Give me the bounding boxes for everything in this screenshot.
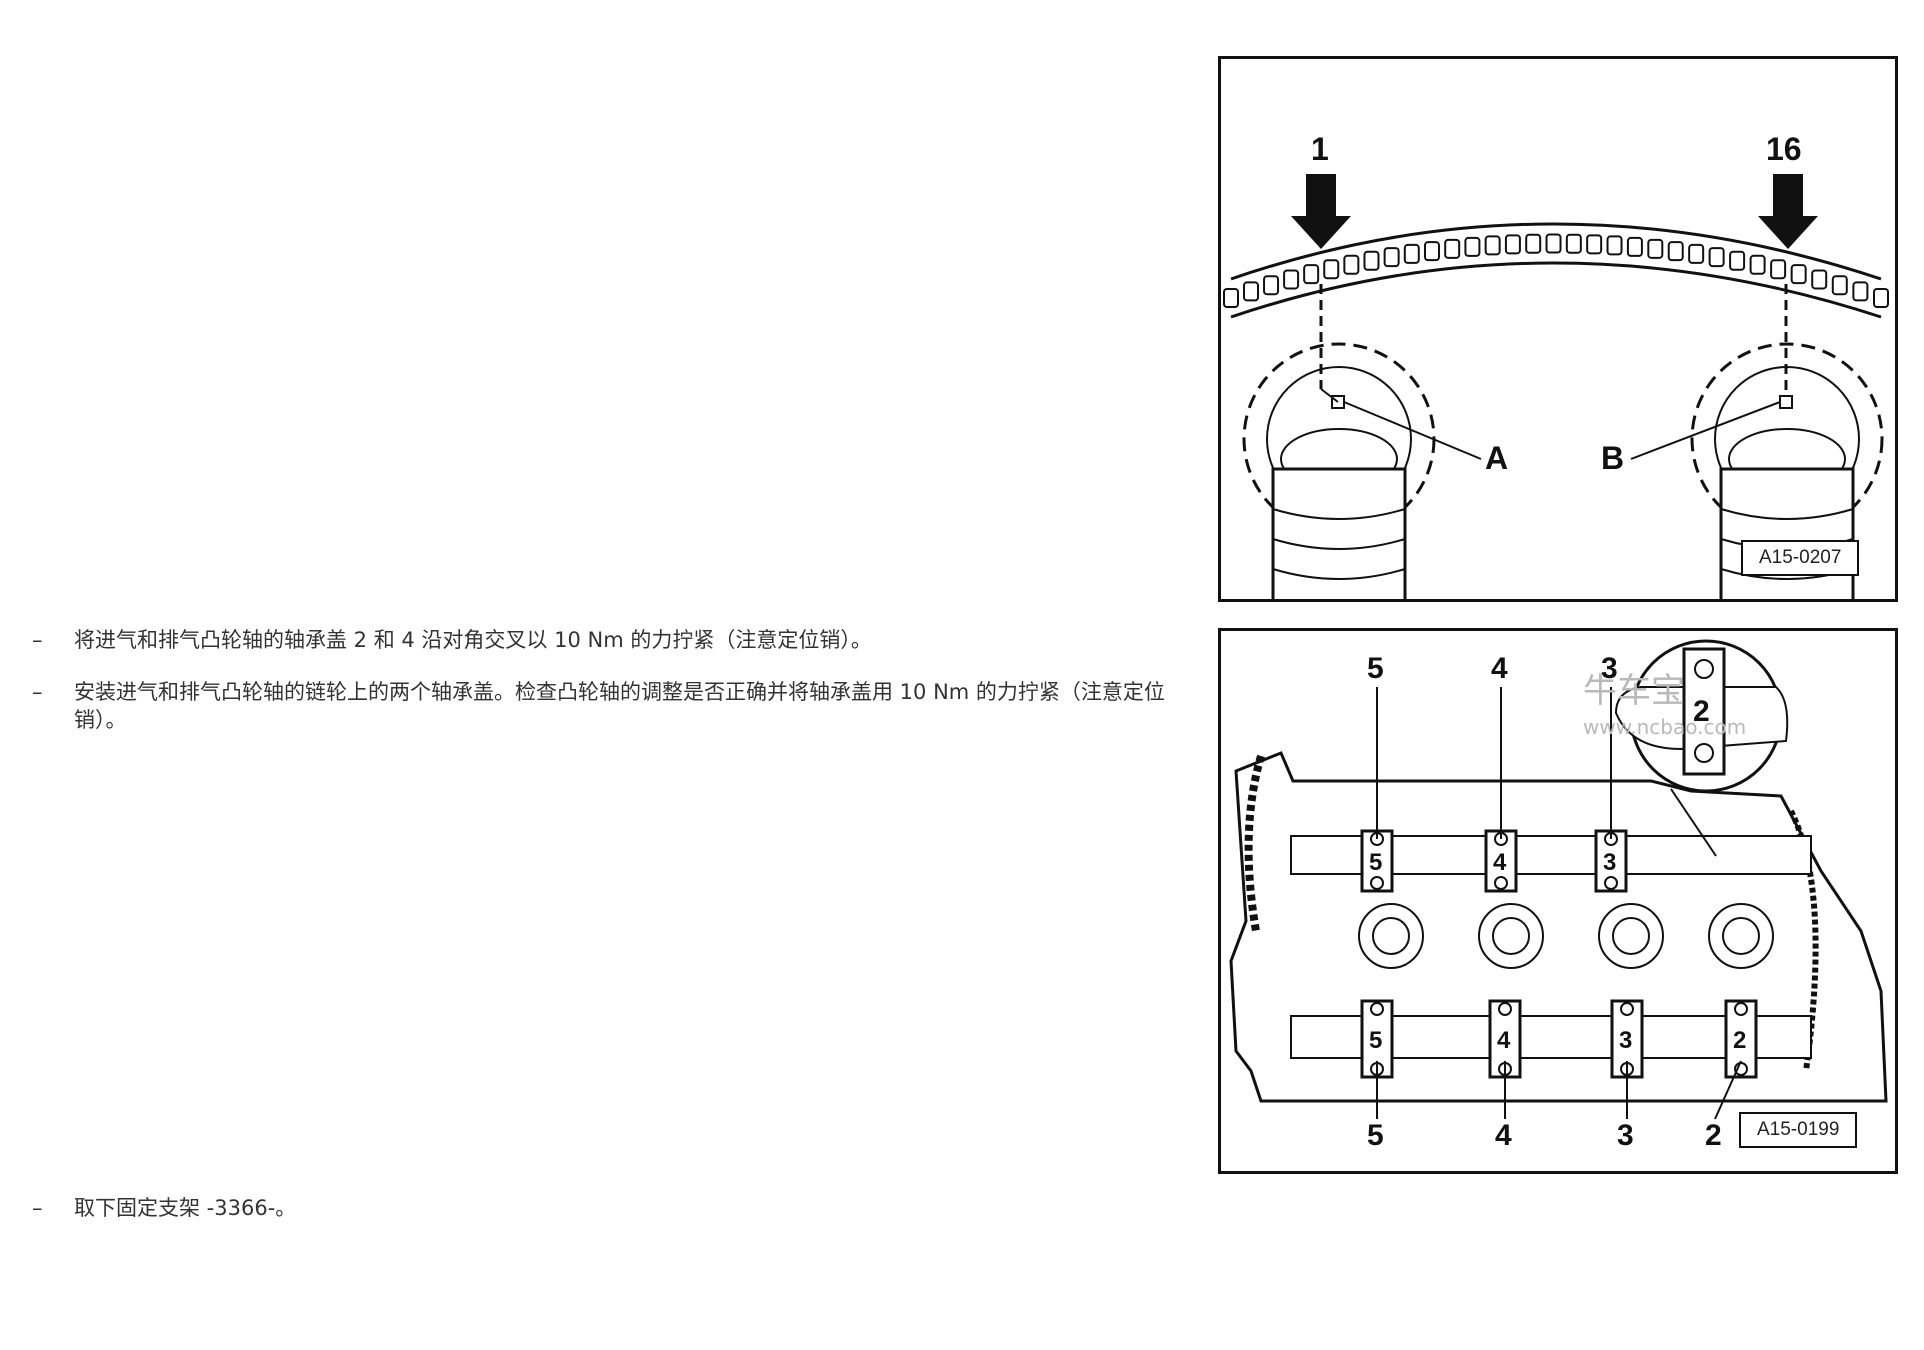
- cap-bolt: [1494, 876, 1508, 890]
- callout-top: 3: [1601, 652, 1618, 685]
- bullet-dash: –: [32, 1196, 43, 1220]
- chain-link: [1323, 259, 1340, 280]
- chain-link: [1363, 250, 1380, 271]
- chain-link: [1403, 243, 1420, 264]
- cylinder-head-drawing: 5 4 3 5 4 3 2 2 5 4 3 5 4 3 2: [1229, 639, 1888, 1152]
- step-text: 取下固定支架 -3366-。: [74, 1196, 297, 1220]
- chain-link: [1504, 234, 1521, 255]
- callout-bottom: 2: [1705, 1119, 1722, 1152]
- chain-link: [1770, 259, 1787, 280]
- label-mark-b: B: [1601, 440, 1624, 476]
- chain-link: [1852, 281, 1869, 302]
- cap-number: 4: [1493, 849, 1507, 876]
- cap-bolt: [1604, 876, 1618, 890]
- chain-link: [1811, 269, 1828, 290]
- callout-top: 5: [1367, 652, 1384, 685]
- chain-link: [1343, 254, 1360, 275]
- chain-link: [1484, 235, 1501, 256]
- cap-number: 4: [1497, 1027, 1511, 1054]
- inset-label: 2: [1693, 695, 1710, 728]
- figure-id: A15-0199: [1739, 1112, 1858, 1148]
- sprocket-left: [1242, 342, 1436, 599]
- cap-bolt: [1370, 1002, 1384, 1016]
- bullet-dash: –: [32, 680, 43, 704]
- chain-link: [1545, 233, 1562, 254]
- instruction-step: – 取下固定支架 -3366-。: [32, 1194, 1182, 1222]
- step-text: 安装进气和排气凸轮轴的链轮上的两个轴承盖。检查凸轮轴的调整是否正确并将轴承盖用 …: [74, 680, 1165, 732]
- chain-link: [1525, 233, 1542, 254]
- cap-number: 3: [1619, 1027, 1632, 1054]
- detail-inset: 2: [1614, 639, 1789, 857]
- chain-link: [1688, 243, 1705, 264]
- arrow-down-icon: [1291, 174, 1351, 249]
- cap-number: 3: [1603, 849, 1616, 876]
- cap-bolt: [1370, 876, 1384, 890]
- cap-bolt: [1734, 1002, 1748, 1016]
- chain-link: [1243, 281, 1260, 302]
- callout-bottom: 5: [1367, 1119, 1384, 1152]
- cap-number: 5: [1369, 849, 1382, 876]
- figure-id: A15-0207: [1741, 540, 1860, 576]
- timing-chain-drawing: 1 16 A B: [1223, 131, 1889, 599]
- chain-link: [1586, 234, 1603, 255]
- figure-timing-chain: 1 16 A B A15-0207: [1218, 56, 1898, 602]
- label-mark-a: A: [1485, 440, 1508, 476]
- chain-link: [1790, 264, 1807, 285]
- chain-link: [1729, 250, 1746, 271]
- chain-link: [1873, 288, 1889, 308]
- label-arrow-1: 1: [1311, 131, 1329, 167]
- chain-link: [1283, 269, 1300, 290]
- chain-link: [1444, 238, 1461, 259]
- chain-link: [1626, 236, 1643, 257]
- chain-link: [1667, 241, 1684, 262]
- chain-link: [1606, 235, 1623, 256]
- cap-bolt: [1498, 1002, 1512, 1016]
- callout-bottom: 4: [1495, 1119, 1512, 1152]
- chain-link: [1263, 275, 1280, 296]
- chain-link: [1749, 254, 1766, 275]
- cap-number: 5: [1369, 1027, 1382, 1054]
- figure-bearing-caps: 5 4 3 5 4 3 2 2 5 4 3 5 4 3 2 A15-0199 牛车宝 ww…: [1218, 628, 1898, 1174]
- chain-link: [1223, 288, 1239, 308]
- chain-link: [1565, 233, 1582, 254]
- chain-link: [1647, 238, 1664, 259]
- chain-link: [1423, 241, 1440, 262]
- chain-link: [1831, 275, 1848, 296]
- cap-bolt: [1620, 1002, 1634, 1016]
- callout-bottom: 3: [1617, 1119, 1634, 1152]
- chain-link: [1708, 247, 1725, 268]
- chain-link: [1303, 264, 1320, 285]
- cap-number: 2: [1733, 1027, 1746, 1054]
- instruction-step: – 将进气和排气凸轮轴的轴承盖 2 和 4 沿对角交叉以 10 Nm 的力拧紧（…: [32, 626, 1182, 654]
- step-text: 将进气和排气凸轮轴的轴承盖 2 和 4 沿对角交叉以 10 Nm 的力拧紧（注意…: [74, 628, 872, 652]
- sprocket-right: [1690, 342, 1884, 599]
- watermark-brand: 牛车宝: [1583, 671, 1685, 711]
- arrow-down-icon: [1758, 174, 1818, 249]
- callout-top: 4: [1491, 652, 1508, 685]
- chain-link: [1383, 247, 1400, 268]
- bullet-dash: –: [32, 628, 43, 652]
- label-arrow-16: 16: [1766, 131, 1802, 167]
- instruction-step: – 安装进气和排气凸轮轴的链轮上的两个轴承盖。检查凸轮轴的调整是否正确并将轴承盖…: [32, 678, 1182, 734]
- watermark-url: www.ncbao.com: [1583, 715, 1747, 739]
- chain-link: [1464, 236, 1481, 257]
